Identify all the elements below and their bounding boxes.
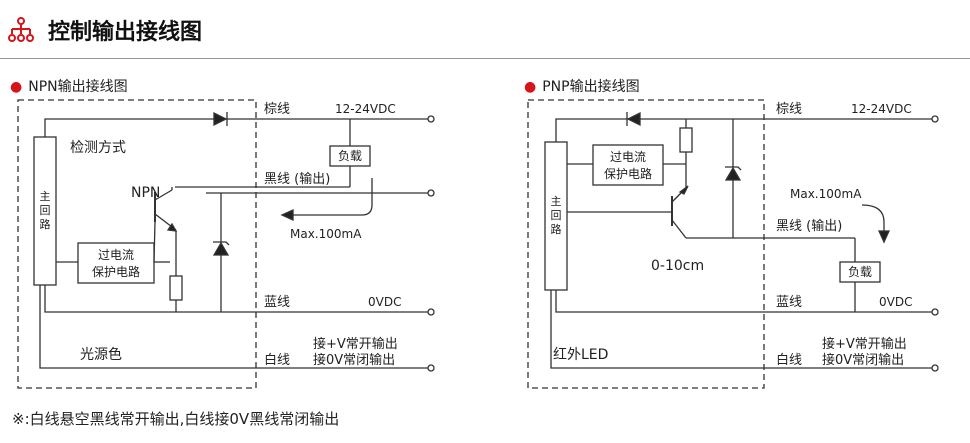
npn-blue-line xyxy=(44,285,428,313)
pnp-current-arrow xyxy=(861,204,885,232)
pnp-supply-label: 12-24VDC xyxy=(851,102,912,116)
pnp-white-line xyxy=(550,290,932,369)
pnp-brown-wire-label: 棕线 xyxy=(776,102,802,117)
pnp-zener xyxy=(724,166,742,181)
npn-resistor xyxy=(169,275,183,301)
npn-protection-line1: 过电流 xyxy=(98,248,134,262)
npn-transistor-label: NPN xyxy=(131,185,160,201)
npn-max-current: Max.100mA xyxy=(290,227,362,241)
pnp-blue-wire-label: 蓝线 xyxy=(776,295,802,310)
pnp-main-circuit-label: 主回路 xyxy=(551,195,562,236)
pnp-protection-line2: 保护电路 xyxy=(604,166,652,181)
npn-brown-line xyxy=(44,118,428,137)
npn-section-title: NPN输出接线图 xyxy=(28,79,128,95)
npn-supply-label: 12-24VDC xyxy=(335,102,396,116)
bullet-icon: ● xyxy=(524,79,537,95)
pnp-white-note2: 接0V常闭输出 xyxy=(822,352,904,368)
pnp-distance: 0-10cm xyxy=(651,258,704,274)
npn-protection-box xyxy=(77,242,155,284)
npn-white-note2: 接0V常闭输出 xyxy=(313,352,395,368)
wiring-diagram-icon xyxy=(8,17,34,42)
pnp-white-wire-label: 白线 xyxy=(776,352,802,368)
pnp-sensor-boundary xyxy=(527,99,765,389)
npn-zero-v-label: 0VDC xyxy=(368,295,401,309)
bullet-icon: ● xyxy=(10,79,23,95)
pnp-load-label: 负载 xyxy=(848,265,872,279)
npn-black-wire-label: 黑线 (输出) xyxy=(264,171,330,187)
npn-sensor-boundary xyxy=(17,99,257,389)
pnp-load xyxy=(839,261,881,283)
pnp-light-color: 红外LED xyxy=(553,347,608,363)
npn-brown-wire-label: 棕线 xyxy=(264,102,290,117)
pnp-section-heading: ● PNP输出接线图 xyxy=(524,76,640,96)
npn-white-wire-label: 白线 xyxy=(264,352,290,368)
pnp-brown-line xyxy=(555,118,932,142)
page-title: 控制输出接线图 xyxy=(48,20,203,45)
npn-zener xyxy=(212,241,230,256)
npn-current-arrow xyxy=(292,178,373,216)
npn-section-heading: ● NPN输出接线图 xyxy=(10,76,128,96)
pnp-diode xyxy=(626,111,641,127)
title-divider xyxy=(0,58,970,59)
pnp-max-current: Max.100mA xyxy=(790,187,862,201)
pnp-black-wire-label: 黑线 (输出) xyxy=(776,218,842,234)
npn-detection-mode: 检测方式 xyxy=(70,140,126,156)
pnp-protection-box xyxy=(592,144,664,186)
npn-load-label: 负载 xyxy=(338,149,362,163)
npn-protection-line2: 保护电路 xyxy=(92,264,140,279)
npn-light-color: 光源色 xyxy=(80,346,122,363)
npn-blue-wire-label: 蓝线 xyxy=(264,295,290,310)
footnote: ※:白线悬空黑线常开输出,白线接0V黑线常闭输出 xyxy=(12,410,340,428)
npn-diode xyxy=(213,111,228,127)
npn-white-line xyxy=(39,285,428,369)
pnp-resistor xyxy=(679,127,693,153)
pnp-white-note1: 接+V常开输出 xyxy=(822,336,907,352)
npn-main-circuit-label: 主回路 xyxy=(40,190,51,231)
pnp-zero-v-label: 0VDC xyxy=(879,295,912,309)
pnp-section-title: PNP输出接线图 xyxy=(542,79,640,95)
pnp-blue-line xyxy=(555,290,932,313)
npn-white-note1: 接+V常开输出 xyxy=(313,336,398,352)
pnp-protection-line1: 过电流 xyxy=(610,150,646,164)
